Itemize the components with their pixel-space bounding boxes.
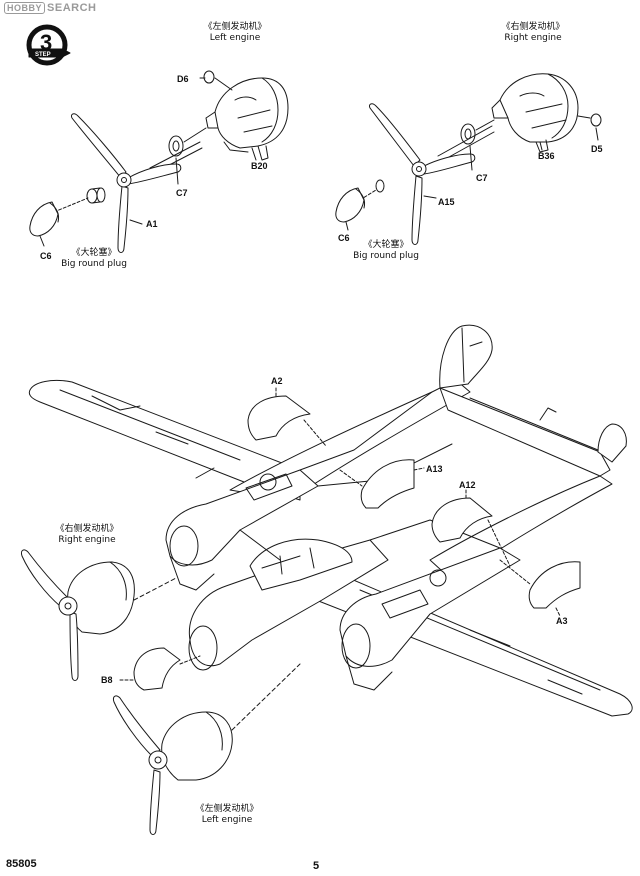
step-number: 3 <box>40 30 52 55</box>
part-label-B36: B36 <box>538 151 555 161</box>
left-engine-caption-en: Left engine <box>201 815 253 825</box>
right-engine-caption-en: Right engine <box>504 33 562 43</box>
part-label-D6: D6 <box>177 74 189 84</box>
left-engine-caption-cn: 《左侧发动机》 <box>195 804 259 814</box>
big-plug-caption-en: Big round plug <box>61 259 127 269</box>
part-label-C7: C7 <box>476 173 488 183</box>
right-engine-caption-cn: 《右侧发动机》 <box>501 22 565 32</box>
right-engine-caption-main: 《右侧发动机》 Right engine <box>42 524 132 546</box>
watermark-text: SEARCH <box>47 2 97 14</box>
main-aircraft <box>28 324 633 717</box>
right-engine-installed <box>21 549 177 681</box>
watermark-logo: HOBBY <box>4 2 46 14</box>
left-engine-caption-cn: 《左侧发动机》 <box>203 22 267 32</box>
big-plug-caption-left: 《大轮塞》 Big round plug <box>52 248 136 270</box>
part-label-C6: C6 <box>338 233 350 243</box>
part-label-C7: C7 <box>176 188 188 198</box>
part-label-A12: A12 <box>459 480 476 490</box>
part-label-D5: D5 <box>591 144 603 154</box>
left-engine-caption-main: 《左侧发动机》 Left engine <box>182 804 272 826</box>
step-badge: STEP 3 <box>26 24 71 66</box>
big-plug-caption-en: Big round plug <box>353 251 419 261</box>
left-engine-caption: 《左侧发动机》 Left engine <box>190 22 280 44</box>
left-engine-exploded <box>29 70 289 253</box>
part-label-B8: B8 <box>101 675 113 685</box>
part-label-A15: A15 <box>438 197 455 207</box>
nacelle-parts <box>119 385 581 691</box>
part-label-C6: C6 <box>40 251 52 261</box>
part-label-B20: B20 <box>251 161 268 171</box>
big-plug-caption-cn: 《大轮塞》 <box>363 240 409 250</box>
right-engine-caption: 《右侧发动机》 Right engine <box>488 22 578 44</box>
leader-lines <box>39 77 599 247</box>
right-engine-caption-cn: 《右侧发动机》 <box>55 524 119 534</box>
page-number: 5 <box>313 860 320 872</box>
part-label-A1: A1 <box>146 219 158 229</box>
big-plug-caption-right: 《大轮塞》 Big round plug <box>344 240 428 262</box>
right-engine-caption-en: Right engine <box>58 535 116 545</box>
big-plug-caption-cn: 《大轮塞》 <box>71 248 117 258</box>
kit-number: 85805 <box>6 858 37 870</box>
left-engine-installed <box>113 663 301 835</box>
left-engine-caption-en: Left engine <box>209 33 261 43</box>
part-label-A13: A13 <box>426 464 443 474</box>
part-label-A2: A2 <box>271 376 283 386</box>
right-engine-exploded <box>335 73 602 245</box>
step-word: STEP <box>35 52 51 58</box>
part-label-A3: A3 <box>556 616 568 626</box>
